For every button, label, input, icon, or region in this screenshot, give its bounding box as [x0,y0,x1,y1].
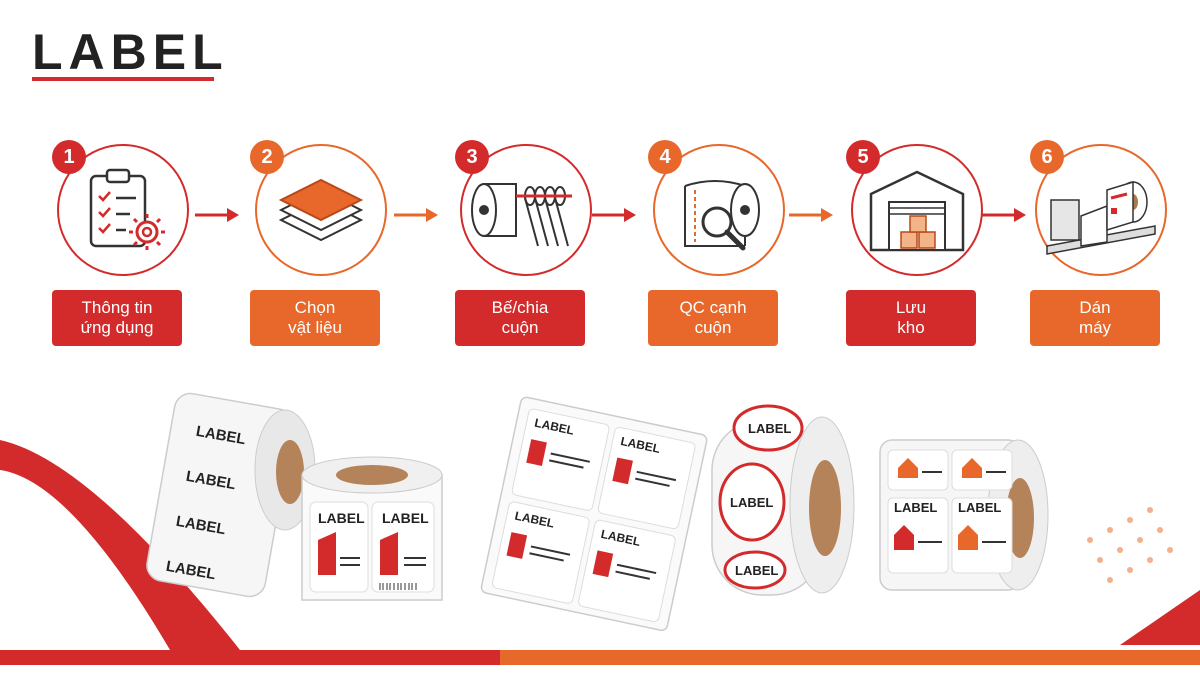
step-3: 3 Bế/chia cuộn [455,140,605,350]
step-5-circle [851,144,983,276]
step-4-label-line1: QC cạnh [679,298,747,317]
svg-text:LABEL: LABEL [958,500,1001,515]
svg-text:LABEL: LABEL [382,510,429,526]
step-6: 6 Dán máy [1030,140,1180,350]
slitting-rolls-icon [471,183,572,247]
arrow-2-icon [392,205,442,225]
svg-text:LABEL: LABEL [730,495,773,510]
step-6-label-line2: máy [1078,318,1112,337]
step-4-number: 4 [648,140,682,174]
dot-pattern-decoration [1087,507,1173,583]
step-3-circle [460,144,592,276]
label-sheet: LABEL LABEL LABEL LABEL [480,396,708,632]
step-3-label-line1: Bế/chia [491,298,549,317]
step-6-label-line1: Dán [1079,298,1111,317]
bottom-bar-red [0,650,500,665]
step-3-label: Bế/chia cuộn [455,290,585,346]
step-1: 1 Thông tin ứng dụng [52,140,202,350]
label-roll-3: LABEL LABEL LABEL [711,404,855,596]
label-roll-4: LABEL LABEL [879,439,1049,591]
step-2: 2 Chọn vật liệu [250,140,400,350]
step-3-number: 3 [455,140,489,174]
step-4: 4 QC cạnh cuộn [648,140,798,350]
step-4-label-line2: cuộn [694,318,732,337]
clipboard-gear-icon [89,168,165,250]
step-5-label: Lưu kho [846,290,976,346]
step-6-number: 6 [1030,140,1064,174]
magnifier-roll-icon [684,180,760,251]
step-1-label-line2: ứng dụng [80,318,154,337]
step-5: 5 Lưu kho [846,140,996,350]
material-layers-icon [278,178,364,242]
product-illustration: LABEL LABEL LABEL LABEL LABEL LABEL [0,380,1200,675]
svg-text:LABEL: LABEL [318,510,365,526]
step-2-label-line2: vật liệu [288,318,342,337]
arrow-1-icon [193,205,243,225]
arrow-5-icon [980,205,1030,225]
label-roll-2: LABEL LABEL [301,456,443,601]
step-5-number: 5 [846,140,880,174]
warehouse-icon [869,170,965,252]
step-1-label: Thông tin ứng dụng [52,290,182,346]
arrow-4-icon [787,205,837,225]
step-2-number: 2 [250,140,284,174]
step-1-label-line1: Thông tin [81,298,153,317]
brand-logo: LABEL [32,22,223,82]
step-4-label: QC cạnh cuộn [648,290,778,346]
labeling-machine-icon [1046,180,1156,255]
step-2-label: Chọn vật liệu [250,290,380,346]
bottom-bar-orange [500,650,1200,665]
step-1-number: 1 [52,140,86,174]
step-5-label-line2: kho [897,318,925,337]
step-5-label-line1: Lưu [895,298,927,317]
step-3-label-line2: cuộn [501,318,539,337]
svg-text:LABEL: LABEL [748,421,791,436]
logo-text: LABEL [32,24,222,80]
label-roll-1: LABEL LABEL LABEL LABEL [146,392,316,598]
step-2-label-line1: Chọn [294,298,336,317]
arrow-3-icon [590,205,640,225]
step-6-label: Dán máy [1030,290,1160,346]
svg-text:LABEL: LABEL [894,500,937,515]
svg-text:LABEL: LABEL [735,563,778,578]
